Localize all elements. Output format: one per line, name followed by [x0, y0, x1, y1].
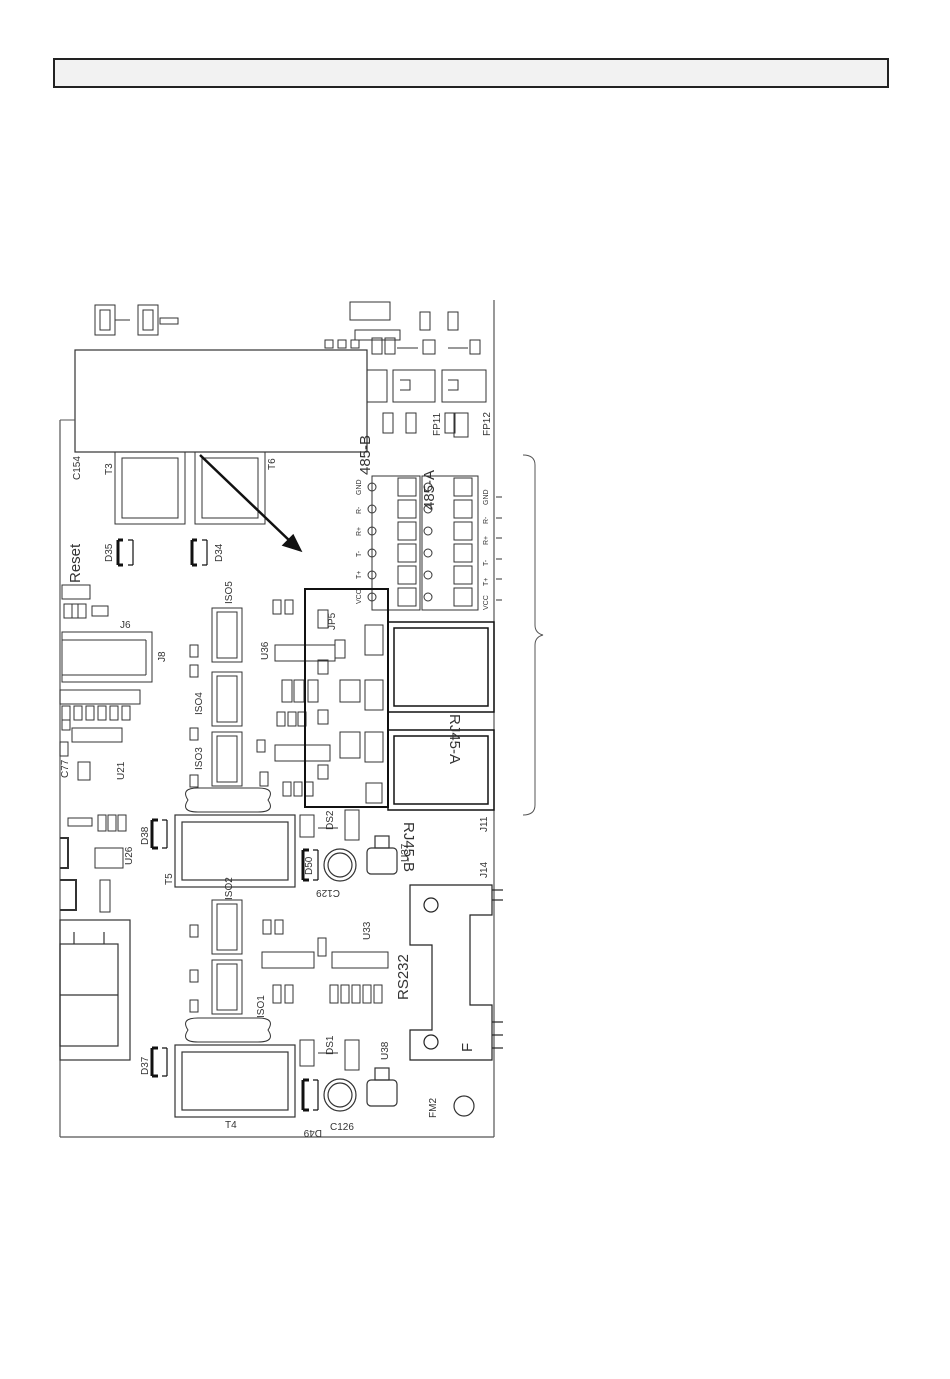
- label-ds2: DS2: [325, 810, 336, 830]
- label-t3: T3: [104, 463, 115, 475]
- middle-ics: [257, 600, 388, 1070]
- label-t6: T6: [267, 458, 278, 470]
- pin-label: R-: [483, 516, 490, 524]
- label-fm2: FM2: [428, 1098, 439, 1118]
- label-u26: U26: [124, 846, 135, 865]
- top-relays: [367, 370, 486, 437]
- pin-labels-485a: GND R- R+ T- T+ VCC: [483, 489, 490, 610]
- pin-label: VCC: [483, 595, 490, 610]
- rj45-jacks: [388, 622, 494, 810]
- label-u38: U38: [380, 1041, 391, 1060]
- label-u21: U21: [116, 761, 127, 780]
- label-485b: 485-B: [357, 435, 374, 475]
- pin-label: R+: [356, 527, 363, 536]
- label-c126: C126: [330, 1122, 354, 1133]
- pin-labels-485b: GND R- R+ T- T+ VCC: [356, 479, 363, 604]
- reset-area: [62, 585, 152, 682]
- label-d34: D34: [214, 543, 225, 562]
- pin-label: T-: [356, 550, 363, 557]
- label-u33: U33: [362, 921, 373, 940]
- label-d50: D50: [304, 856, 315, 875]
- terminal-pin-ticks: [496, 497, 502, 600]
- label-t5: T5: [164, 873, 175, 885]
- pin-label: GND: [483, 489, 490, 505]
- pin-label: T+: [356, 571, 363, 579]
- label-fp11: FP11: [432, 412, 443, 436]
- pin-label: VCC: [356, 589, 363, 604]
- iso-chips: [186, 608, 271, 1042]
- label-d35: D35: [104, 543, 115, 562]
- left-components: [60, 690, 140, 912]
- label-iso3: ISO3: [194, 747, 205, 770]
- label-rs232: RS232: [395, 954, 412, 1000]
- label-iso1: ISO1: [256, 995, 267, 1018]
- label-jp5: JP5: [327, 612, 338, 630]
- label-iso2: ISO2: [224, 877, 235, 900]
- label-c154: C154: [72, 456, 83, 480]
- rs232-connector: [410, 885, 503, 1060]
- label-t4: T4: [225, 1120, 237, 1131]
- pin-label: T+: [483, 578, 490, 586]
- label-j14: J14: [479, 861, 490, 878]
- left-big-component: [60, 920, 130, 1060]
- overlay-box: [75, 350, 367, 452]
- label-iso5: ISO5: [224, 581, 235, 604]
- highlight-box: [305, 589, 388, 807]
- label-iso4: ISO4: [194, 692, 205, 715]
- pin-label: GND: [356, 479, 363, 495]
- pin-label: T-: [483, 559, 490, 566]
- label-j11: J11: [479, 816, 490, 832]
- label-c129: C129: [316, 887, 340, 898]
- right-bracket: [523, 455, 543, 815]
- transformers-bottom: [152, 815, 295, 1117]
- transformers-top: [115, 452, 265, 524]
- label-j6: J6: [120, 620, 131, 631]
- callout-arrow: [200, 455, 300, 550]
- label-rj45a: RJ45-A: [446, 714, 463, 764]
- fm2-mounting-hole: [454, 1096, 474, 1116]
- label-485a: 485-A: [421, 470, 438, 510]
- highlight-components: [318, 610, 383, 803]
- label-ds1: DS1: [325, 1035, 336, 1055]
- label-u36: U36: [260, 641, 271, 660]
- label-j8: J8: [157, 651, 168, 662]
- label-d49: D49: [303, 1127, 322, 1138]
- pin-label: R-: [356, 506, 363, 514]
- diodes-mid: [118, 540, 207, 565]
- label-c77: C77: [60, 759, 71, 778]
- regulators: [367, 836, 397, 1106]
- pin-label: R+: [483, 536, 490, 545]
- label-d38: D38: [140, 826, 151, 845]
- label-reset: Reset: [67, 543, 84, 583]
- label-fp12: FP12: [482, 412, 493, 436]
- label-u37: U37: [400, 843, 411, 862]
- top-components: [95, 302, 480, 354]
- label-f: F: [459, 1043, 476, 1052]
- label-d37: D37: [140, 1056, 151, 1075]
